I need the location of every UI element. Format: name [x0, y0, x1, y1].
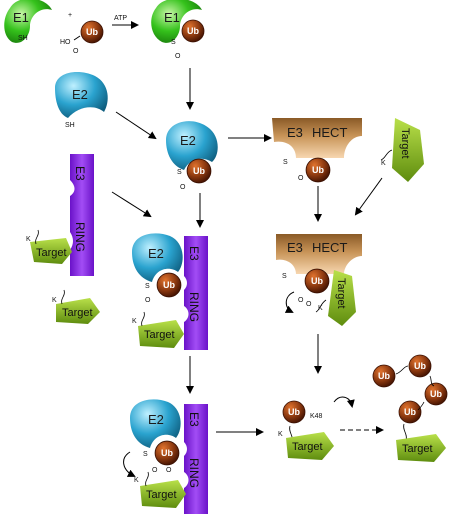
ubiquitin-free: Ub HO O [60, 20, 104, 55]
k-label: K [26, 236, 31, 243]
poly-ub-target: Ub Ub Ub Ub Target [372, 354, 448, 462]
o-label: O [175, 53, 181, 60]
ring-complex-bottom: E2 E3 RING Ub S O O Target K [123, 399, 208, 514]
k-label: K [134, 477, 139, 484]
e2-ub-conjugate: E2 Ub S O [166, 121, 218, 191]
o-label: O [152, 467, 158, 474]
ub-label: Ub [193, 166, 205, 176]
ring-complex-middle: E2 E3 RING Ub S O Target K [132, 233, 208, 350]
ring-label: RING [187, 292, 201, 322]
mono-ub-target: Ub K48 Target K [278, 396, 355, 460]
ub-label: Ub [86, 27, 98, 37]
s-label: S [143, 451, 148, 458]
s-label: S [171, 39, 176, 46]
ub-label: Ub [288, 407, 300, 417]
e1-label: E1 [164, 10, 180, 25]
o-label: O [145, 297, 151, 304]
hect-label: HECT [312, 240, 347, 255]
ring-label: RING [187, 458, 201, 488]
ho-label: HO [60, 39, 71, 46]
k-label: K [52, 297, 57, 304]
o-label: O [298, 175, 304, 182]
hect-e3-free: E3 HECT Ub S O [272, 118, 362, 183]
target-label: Target [292, 441, 323, 453]
target-label: Target [146, 489, 177, 501]
o-label: O [306, 301, 312, 308]
target-vertical-top: Target K [380, 118, 424, 182]
target-label: Target [36, 247, 67, 259]
e3-label: E3 [187, 412, 201, 427]
k48-label: K48 [310, 413, 323, 420]
e2-label: E2 [148, 412, 164, 427]
o-label: O [180, 184, 186, 191]
k-label: K [132, 318, 137, 325]
ub-label: Ub [163, 280, 175, 290]
e1-ub-conjugate: E1 Ub S O [151, 0, 205, 60]
e2-label: E2 [180, 133, 196, 148]
ub-label: Ub [312, 165, 324, 175]
e1-free: E1 SH [4, 0, 52, 43]
ub-label: Ub [404, 407, 416, 417]
e2-free: E2 SH [55, 72, 108, 129]
e2-label: E2 [148, 246, 164, 261]
target-label: Target [335, 278, 347, 309]
arrow-target-to-hect [354, 177, 383, 216]
s-label: S [177, 169, 182, 176]
k-label: K [318, 305, 323, 312]
ring-e3-free: E3 RING [70, 154, 94, 276]
ring-label: RING [73, 222, 87, 252]
o-label: O [298, 297, 304, 304]
target-label: Target [144, 329, 175, 341]
e3-label: E3 [73, 166, 87, 181]
e2-label: E2 [72, 87, 88, 102]
e1-label: E1 [13, 10, 29, 25]
o-label: O [166, 467, 172, 474]
e3-label: E3 [187, 246, 201, 261]
s-label: S [283, 159, 288, 166]
ub-label: Ub [414, 361, 426, 371]
target-free: Target K [52, 289, 100, 324]
e3-label: E3 [287, 240, 303, 255]
e3-label: E3 [287, 125, 303, 140]
target-bound-ring: Target K [26, 229, 72, 264]
hect-complex-middle: E3 HECT Ub S O O Target K [276, 234, 362, 326]
ub-label: Ub [378, 371, 390, 381]
target-label: Target [62, 307, 93, 319]
s-label: S [145, 283, 150, 290]
arrow-e2-to-e2ub [115, 111, 157, 140]
k-label: K [278, 431, 283, 438]
atp-label: ATP [114, 15, 127, 22]
ub-label: Ub [161, 448, 173, 458]
k-label: K [381, 160, 386, 167]
target-label: Target [399, 128, 411, 159]
hect-label: HECT [312, 125, 347, 140]
ub-label: Ub [311, 276, 323, 286]
sh-label: SH [65, 122, 75, 129]
arrow-ring-to-complex [111, 191, 152, 218]
ub-label: Ub [187, 26, 199, 36]
plus-sign: + [68, 12, 72, 19]
target-label: Target [402, 443, 433, 455]
s-label: S [282, 273, 287, 280]
o-label: O [73, 48, 79, 55]
ub-label: Ub [430, 389, 442, 399]
sh-label: SH [18, 35, 28, 42]
